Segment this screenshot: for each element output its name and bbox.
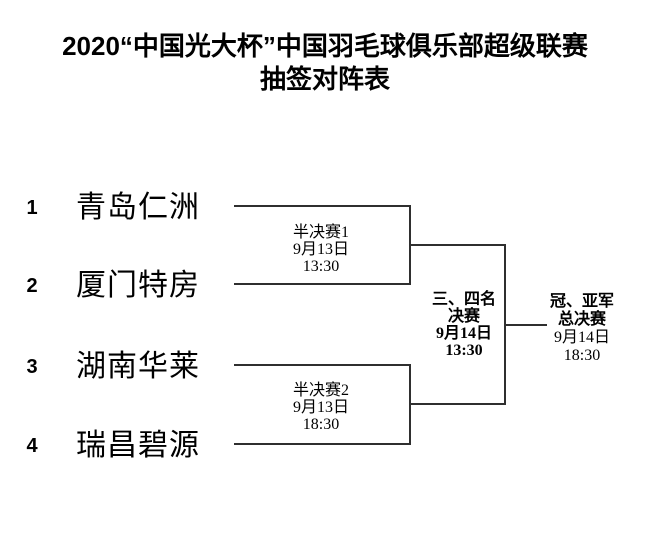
team-seed-4: 4 [26, 435, 38, 457]
team-seed-3: 3 [26, 356, 38, 378]
semifinal2-time: 18:30 [302, 416, 340, 433]
team-seed-2: 2 [26, 275, 38, 297]
grand-final-name-line1: 冠、亚军 [549, 293, 615, 310]
grand-final-name-line2: 总决赛 [557, 311, 607, 328]
semifinal1-label: 半决赛1 9月13日 13:30 [293, 224, 349, 275]
page-title-line1: 2020“中国光大杯”中国羽毛球俱乐部超级联赛 [62, 31, 588, 61]
team-seed-1: 1 [26, 197, 38, 219]
third-place-final-time: 13:30 [445, 342, 483, 359]
page-title: 2020“中国光大杯”中国羽毛球俱乐部超级联赛 抽签对阵表 [0, 30, 650, 96]
semifinal2-date: 9月13日 [292, 399, 350, 416]
semifinal1-time: 13:30 [302, 258, 340, 275]
team-name-3: 湖南华莱 [76, 350, 200, 383]
bracket-line-semifinal1-winner [409, 244, 506, 246]
grand-final-date: 9月14日 [553, 329, 611, 346]
bracket-line-team4 [234, 443, 411, 445]
semifinal1-name: 半决赛1 [292, 224, 350, 241]
semifinal2-name: 半决赛2 [292, 382, 350, 399]
grand-final-label: 冠、亚军 总决赛 9月14日 18:30 [550, 293, 614, 365]
team-name-2: 厦门特房 [76, 269, 200, 302]
third-place-final-date: 9月14日 [435, 325, 493, 342]
third-place-final-label: 三、四名 决赛 9月14日 13:30 [432, 291, 496, 359]
team-name-1: 青岛仁洲 [76, 191, 200, 224]
bracket-line-team3 [234, 364, 411, 366]
semifinal2-label: 半决赛2 9月13日 18:30 [293, 382, 349, 433]
grand-final-time: 18:30 [563, 347, 601, 364]
third-place-final-name-line1: 三、四名 [431, 291, 497, 308]
bracket-line-team1 [234, 205, 411, 207]
page-title-line2: 抽签对阵表 [259, 64, 390, 94]
bracket-line-team2 [234, 283, 411, 285]
third-place-final-name-line2: 决赛 [447, 308, 481, 325]
bracket-line-final-winner [504, 324, 547, 326]
bracket-line-semifinal2-winner [409, 403, 506, 405]
team-name-4: 瑞昌碧源 [76, 429, 200, 462]
semifinal1-date: 9月13日 [292, 241, 350, 258]
